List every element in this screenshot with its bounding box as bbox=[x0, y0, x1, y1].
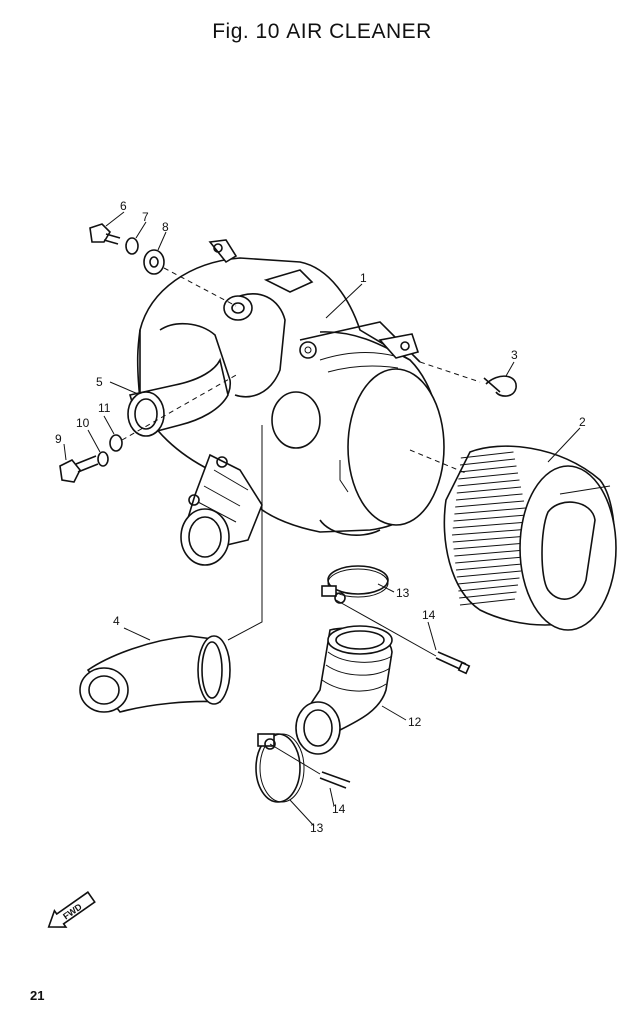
bolt-9 bbox=[59, 455, 99, 483]
callout-14-lower: 14 bbox=[332, 802, 346, 816]
filter-pleat bbox=[460, 451, 514, 459]
duct-hose bbox=[79, 635, 231, 713]
callout-3: 3 bbox=[511, 348, 518, 362]
filter-pleat bbox=[457, 479, 520, 487]
filter-pleat bbox=[453, 514, 528, 522]
carburetor-joint bbox=[295, 625, 393, 755]
air-filter-element bbox=[443, 445, 617, 631]
filter-pleat bbox=[459, 591, 517, 599]
hose-clamp-upper bbox=[321, 565, 389, 604]
filter-pleat bbox=[455, 563, 523, 571]
figure-title: Fig. 10 AIR CLEANER bbox=[0, 20, 644, 44]
bolt-6 bbox=[89, 223, 121, 245]
callout-7: 7 bbox=[142, 210, 149, 224]
filter-pleat bbox=[458, 472, 519, 480]
callout-13-upper: 13 bbox=[396, 586, 410, 600]
page-number: 21 bbox=[30, 988, 45, 1003]
filter-pleat bbox=[454, 507, 526, 515]
clip bbox=[483, 375, 517, 397]
callout-8: 8 bbox=[162, 220, 169, 234]
callout-1: 1 bbox=[360, 271, 367, 285]
filter-pleat bbox=[455, 500, 525, 508]
filter-pleat bbox=[451, 528, 531, 536]
hose-clamp-lower bbox=[255, 733, 305, 803]
filter-pleat bbox=[456, 486, 522, 494]
callout-4: 4 bbox=[113, 614, 120, 628]
washer-10 bbox=[97, 451, 109, 467]
assembly-guide-lines bbox=[121, 267, 481, 775]
lower-elbow bbox=[180, 453, 263, 566]
washer-7 bbox=[125, 237, 139, 255]
callout-14-upper: 14 bbox=[422, 608, 436, 622]
washer-11 bbox=[109, 434, 123, 452]
callout-10: 10 bbox=[76, 416, 90, 430]
callout-12: 12 bbox=[408, 715, 422, 729]
callout-labels: 1 2 3 4 5 6 7 8 9 10 11 12 13 13 14 14 bbox=[55, 199, 586, 835]
filter-pleat bbox=[452, 521, 529, 529]
callout-5: 5 bbox=[96, 375, 103, 389]
figure-name: AIR CLEANER bbox=[286, 20, 432, 43]
filter-pleat bbox=[454, 549, 526, 557]
filter-pleat bbox=[459, 465, 517, 473]
filter-pleat bbox=[459, 598, 516, 606]
callout-13-lower: 13 bbox=[310, 821, 324, 835]
filter-pleat bbox=[459, 458, 516, 466]
filter-pleat bbox=[455, 556, 525, 564]
filter-pleat bbox=[452, 535, 529, 543]
figure-number: Fig. 10 bbox=[212, 20, 280, 43]
grommet-8 bbox=[143, 249, 165, 275]
filter-pleat bbox=[453, 542, 528, 550]
callout-6: 6 bbox=[120, 199, 127, 213]
filter-pleat bbox=[456, 570, 522, 578]
filter-pleat bbox=[457, 577, 520, 585]
clamp-screw-lower bbox=[319, 771, 351, 789]
callout-11: 11 bbox=[98, 401, 111, 415]
callout-2: 2 bbox=[579, 415, 586, 429]
leader-lines bbox=[63, 211, 581, 827]
forward-direction-arrow: FWD bbox=[47, 891, 96, 928]
clamp-screw-upper bbox=[435, 651, 471, 675]
intake-pipe bbox=[127, 357, 229, 437]
callout-9: 9 bbox=[55, 432, 62, 446]
filter-pleat bbox=[458, 584, 519, 592]
filter-pleat bbox=[455, 493, 523, 501]
